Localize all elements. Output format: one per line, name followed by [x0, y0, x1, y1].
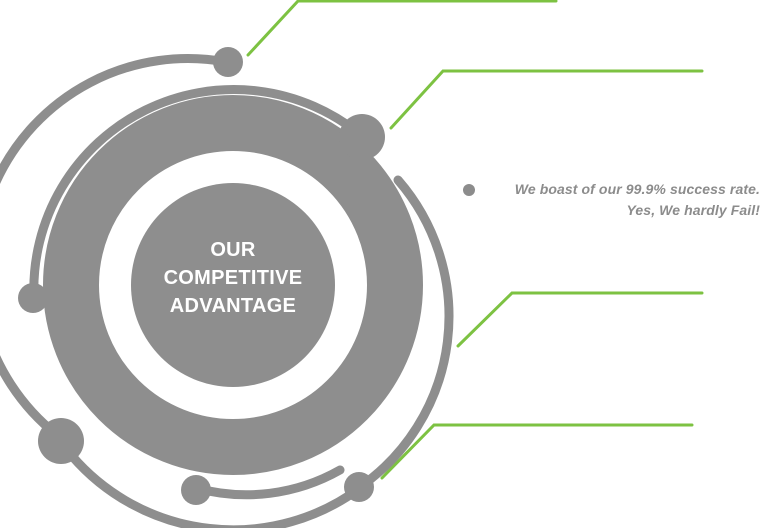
node-dot-bottom-right	[344, 472, 374, 502]
inner-ring-arc-bottom	[191, 465, 345, 500]
inner-ring	[29, 85, 367, 500]
callout-success-rate: We boast of our 99.9% success rate. Yes,…	[460, 179, 760, 221]
outer-ring	[0, 54, 454, 528]
connector-lines	[246, 0, 704, 480]
ring-nodes	[18, 47, 385, 505]
outer-ring-arc-left	[0, 54, 231, 440]
node-dot-bottom-left	[181, 475, 211, 505]
connector-line-3	[456, 291, 704, 348]
center-title-line-2: COMPETITIVE	[163, 267, 303, 289]
center-disc	[131, 183, 335, 387]
callout-line-2: Yes, We hardly Fail!	[626, 202, 760, 218]
center-title-line-1: OUR	[210, 239, 256, 261]
connector-line-1	[246, 0, 558, 57]
inner-ring-arc-left	[29, 85, 367, 303]
connector-line-2	[389, 69, 704, 130]
node-dot-lower-left	[38, 418, 84, 464]
bullet-dot-icon	[463, 184, 475, 196]
donut-ring	[43, 95, 423, 475]
connector-line-4	[380, 423, 694, 480]
outer-ring-arc-right	[355, 175, 454, 492]
center-title-line-3: ADVANTAGE	[169, 295, 297, 317]
node-dot-left	[18, 283, 48, 313]
center-title: OUR COMPETITIVE ADVANTAGE	[130, 236, 336, 320]
node-dot-upper-right	[339, 114, 385, 160]
callout-line-1: We boast of our 99.9% success rate.	[514, 181, 760, 197]
node-dot-top	[213, 47, 243, 77]
outer-ring-arc-bottom	[67, 451, 365, 528]
